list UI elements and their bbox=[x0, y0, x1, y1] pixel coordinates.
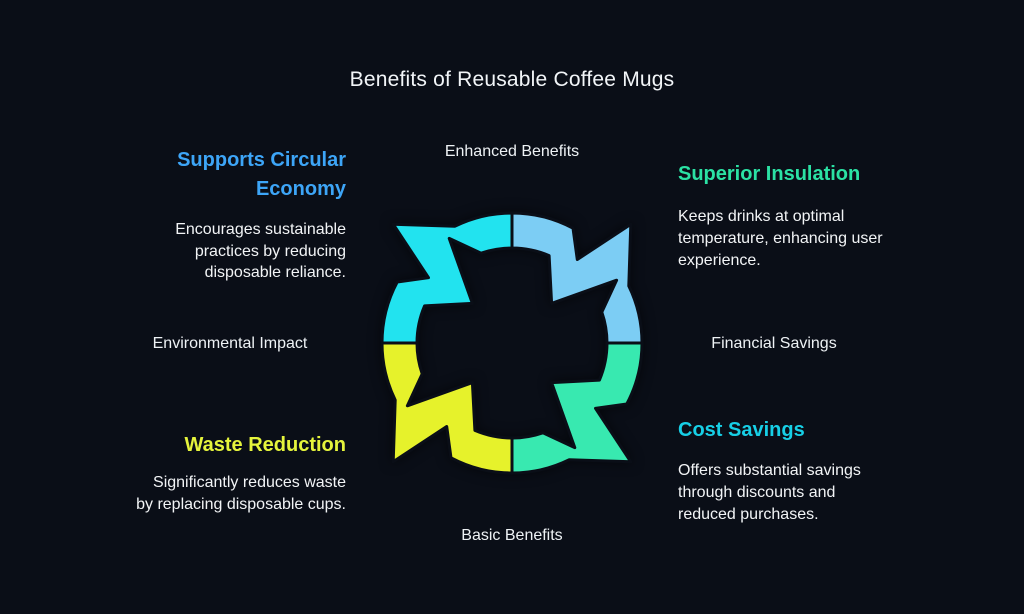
axis-label-top: Enhanced Benefits bbox=[444, 143, 580, 160]
section-heading-cost-savings: Cost Savings bbox=[678, 419, 805, 441]
section-heading-superior-insulation: Superior Insulation bbox=[678, 163, 861, 185]
axis-label-bottom: Basic Benefits bbox=[461, 527, 563, 544]
cycle-segment-bottom-right bbox=[510, 341, 644, 475]
cycle-segment-top-right bbox=[510, 211, 644, 345]
section-body-cost-savings: Offers substantial savings through disco… bbox=[678, 462, 861, 523]
axis-label-left: Environmental Impact bbox=[152, 335, 308, 352]
cycle-segment-bottom-left bbox=[380, 341, 514, 475]
section-body-superior-insulation: Keeps drinks at optimal temperature, enh… bbox=[678, 208, 883, 269]
cycle-segment-top-left bbox=[380, 211, 514, 345]
page-title: Benefits of Reusable Coffee Mugs bbox=[349, 68, 675, 91]
section-heading-waste-reduction: Waste Reduction bbox=[184, 434, 347, 456]
axis-label-right: Financial Savings bbox=[711, 335, 837, 352]
section-body-supports-circular-economy: Encourages sustainable practices by redu… bbox=[175, 221, 346, 281]
cycle-diagram bbox=[380, 211, 644, 475]
section-body-waste-reduction: Significantly reduces waste by replacing… bbox=[136, 474, 346, 513]
section-heading-supports-circular-economy: Supports Circular Economy bbox=[177, 149, 346, 200]
